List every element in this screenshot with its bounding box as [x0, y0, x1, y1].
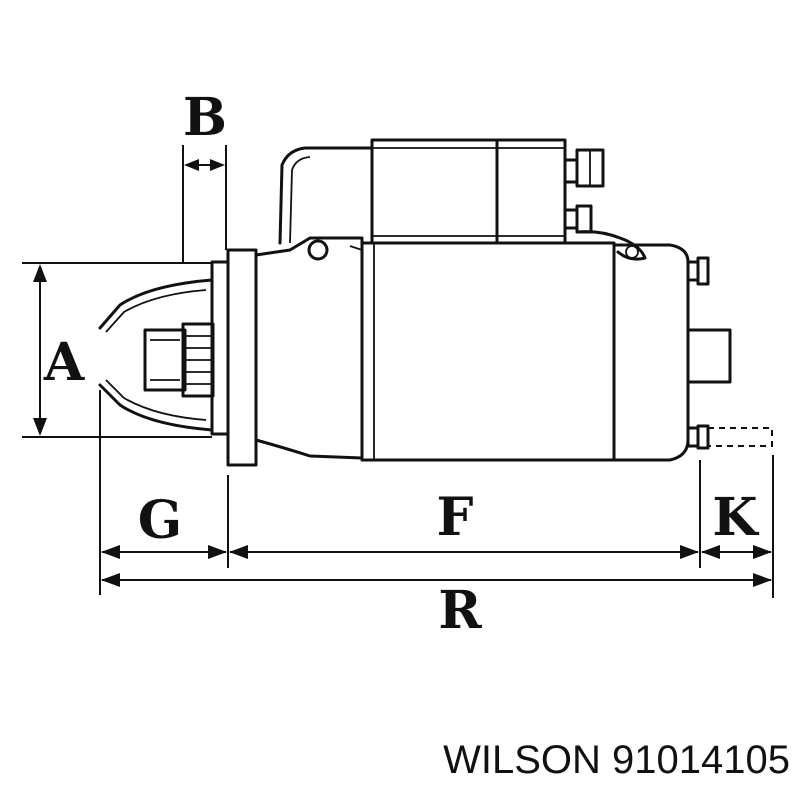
dimension-label-b: B	[183, 87, 227, 148]
dimension-label-k: K	[712, 487, 759, 548]
starter-motor-outline	[98, 138, 773, 467]
dimension-lines	[22, 145, 774, 598]
dimension-label-r: R	[438, 580, 482, 641]
product-caption: WILSON 91014105	[443, 738, 790, 782]
dimension-label-a: A	[43, 332, 85, 393]
dimension-label-g: G	[138, 490, 182, 551]
dimension-label-f: F	[437, 487, 474, 548]
